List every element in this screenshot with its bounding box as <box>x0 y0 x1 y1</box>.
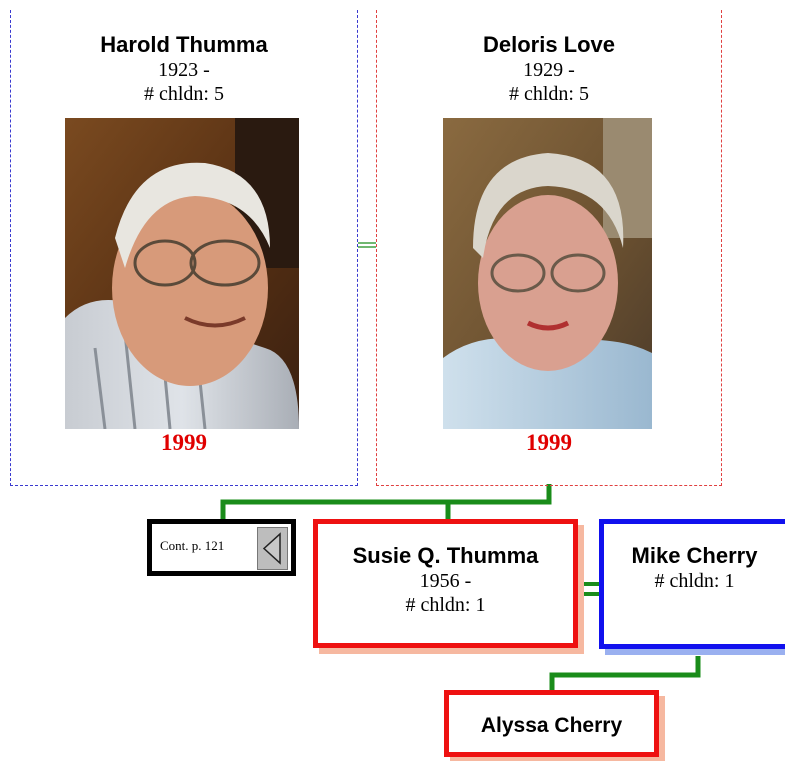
spouse-children-count: # chldn: 1 <box>654 570 735 592</box>
mother-photo <box>443 118 652 429</box>
father-card[interactable]: Harold Thumma 1923 - # chldn: 5 <box>10 10 358 486</box>
father-photo-year: 1999 <box>161 430 207 455</box>
child-card[interactable]: Susie Q. Thumma 1956 - # chldn: 1 <box>313 519 578 648</box>
father-name: Harold Thumma <box>100 32 268 57</box>
child-name: Susie Q. Thumma <box>352 543 539 568</box>
father-photo <box>65 118 299 429</box>
mother-name: Deloris Love <box>482 32 616 57</box>
left-arrow-icon <box>262 532 281 565</box>
child-children-count: # chldn: 1 <box>405 594 486 616</box>
mother-birth: 1929 - <box>523 59 575 81</box>
grandchild-name: Alyssa Cherry <box>480 714 623 737</box>
grandchild-descent-line <box>549 656 701 693</box>
grandchild-card[interactable]: Alyssa Cherry <box>444 690 659 757</box>
continuation-box[interactable]: Cont. p. 121 <box>147 519 296 576</box>
father-children-count: # chldn: 5 <box>144 83 224 105</box>
mother-children-count: # chldn: 5 <box>509 83 589 105</box>
continuation-arrow-button[interactable] <box>257 527 288 570</box>
mother-card[interactable]: Deloris Love 1929 - # chldn: 5 <box>376 10 722 486</box>
mother-photo-year: 1999 <box>526 430 572 455</box>
child-birth: 1956 - <box>419 570 472 592</box>
spouse-card[interactable]: Mike Cherry # chldn: 1 <box>599 519 785 649</box>
spouse-name: Mike Cherry <box>631 543 758 568</box>
father-birth: 1923 - <box>158 59 210 81</box>
continuation-label: Cont. p. 121 <box>160 538 225 553</box>
parents-descent-line <box>220 484 552 522</box>
